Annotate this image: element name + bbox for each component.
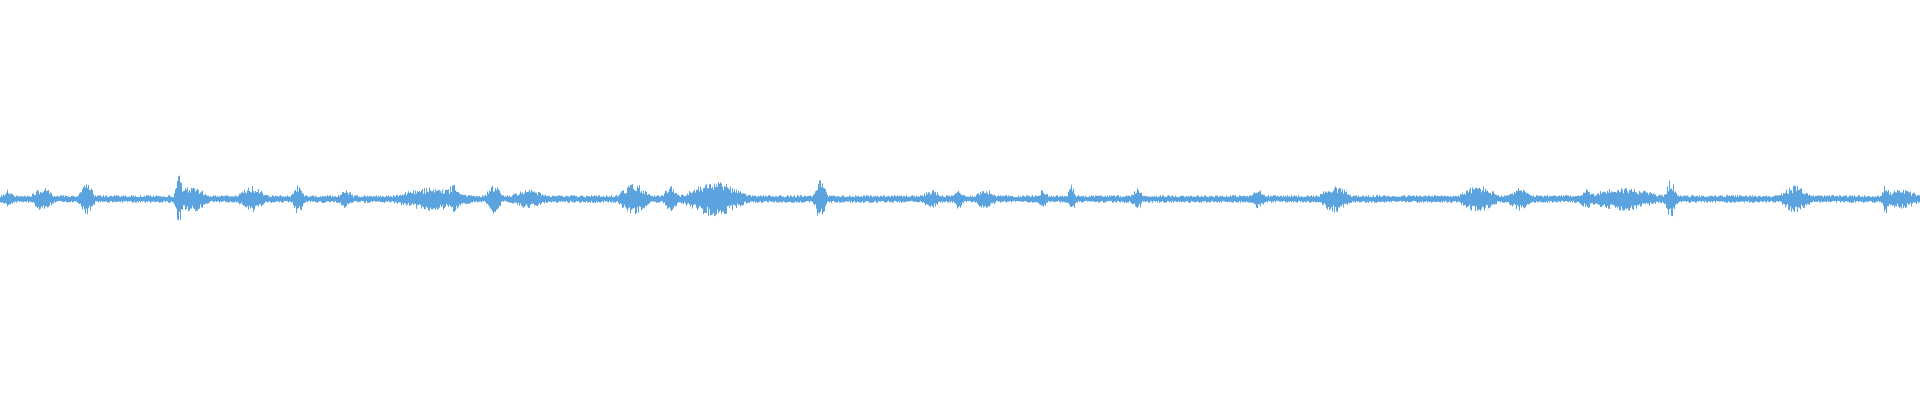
waveform-trace: [0, 175, 1920, 221]
waveform-samples: [0, 175, 1920, 221]
